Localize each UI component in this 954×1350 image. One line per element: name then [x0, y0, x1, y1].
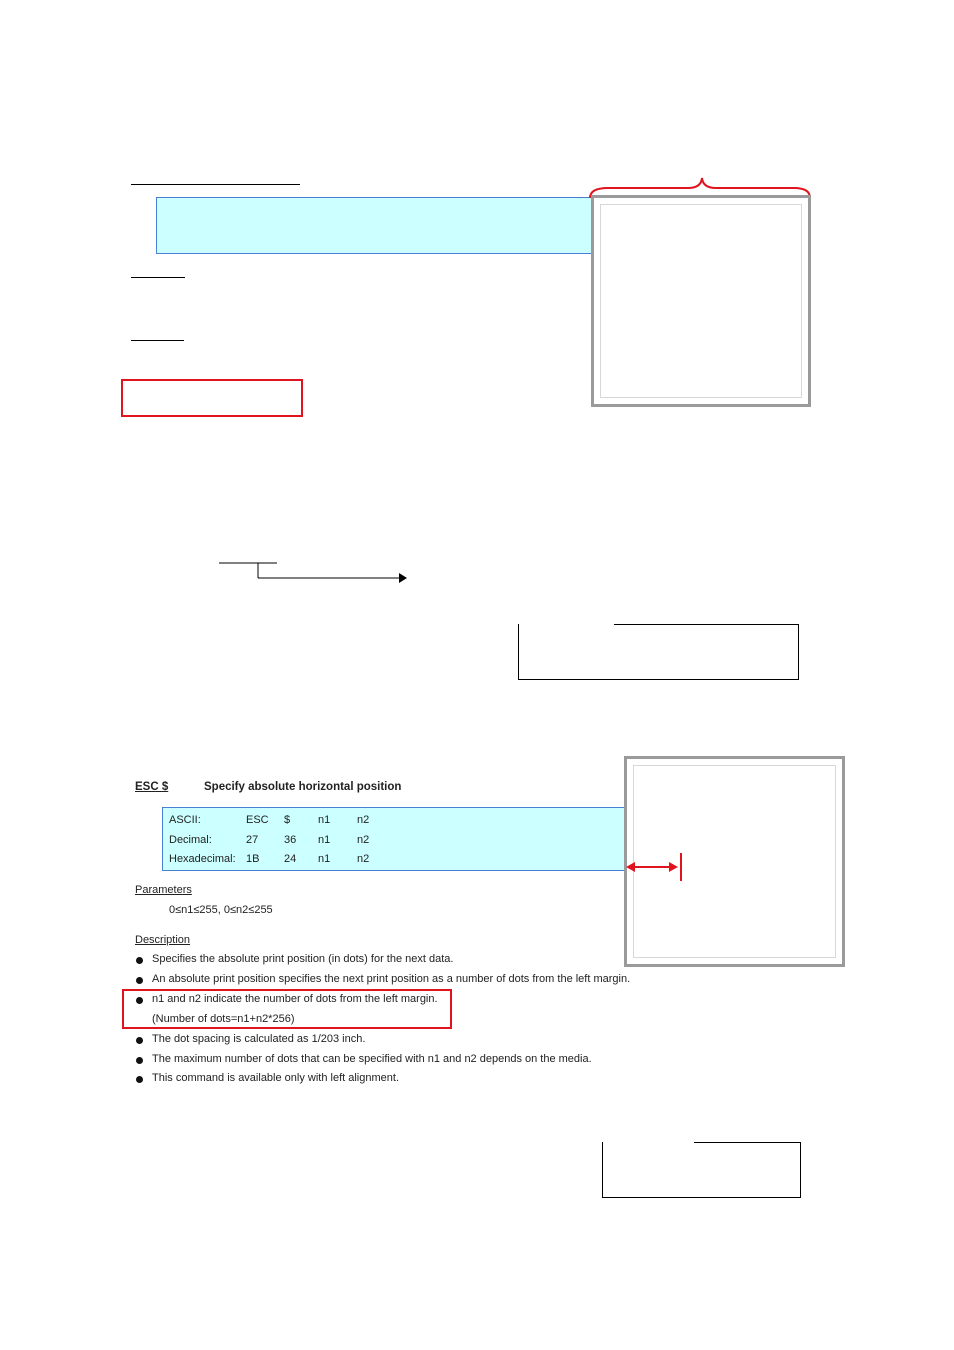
top-preview-frame [591, 195, 811, 407]
command-row-hex: Hexadecimal: 1B 24 n1 n2 [163, 853, 629, 873]
dots-formula-note: (Number of dots=n1+n2*256) [152, 1013, 295, 1025]
row-c1: ESC [246, 814, 269, 826]
row-c1: 1B [246, 853, 260, 865]
bottom-callout-box [602, 1142, 801, 1198]
bottom-callout-topline [694, 1142, 800, 1143]
row-label: ASCII: [169, 814, 201, 826]
row-label: Hexadecimal: [169, 853, 236, 865]
formula-highlight-box [122, 989, 452, 1029]
command-title: ESC $ Specify absolute horizontal positi… [135, 781, 425, 797]
row-c3: n1 [318, 834, 331, 846]
command-title-cmd: ESC $ [135, 781, 169, 793]
bullet-text: n1 and n2 indicate the number of dots fr… [152, 993, 438, 1005]
bullet-dot [136, 957, 143, 964]
brace-icon [589, 177, 811, 199]
bullet-dot [136, 977, 143, 984]
description-heading: Description [135, 934, 191, 946]
bullet-dot [136, 997, 143, 1004]
bullet-text: This command is available only with left… [152, 1072, 400, 1084]
row-c4: n2 [357, 834, 370, 846]
command-title-desc: Specify absolute horizontal position [204, 781, 402, 793]
flow-arrow-icon [219, 562, 407, 583]
top-highlight-box [121, 379, 303, 417]
lower-preview-inner [633, 765, 836, 958]
top-description-underline [131, 340, 184, 341]
bullet-text: An absolute print position specifies the… [152, 973, 631, 985]
middle-callout-box [518, 624, 799, 680]
middle-callout-topline [614, 624, 798, 625]
bullet-text: The dot spacing is calculated as 1/203 i… [152, 1033, 366, 1045]
row-c3: n1 [318, 814, 331, 826]
row-label: Decimal: [169, 834, 212, 846]
top-parameters-underline [131, 277, 185, 278]
row-c1: 27 [246, 834, 259, 846]
row-c2: 24 [284, 853, 297, 865]
row-c2: $ [284, 814, 291, 826]
bullet-text: Specifies the absolute print position (i… [152, 953, 454, 965]
command-table: ASCII: ESC $ n1 n2 Decimal: 27 36 n1 n2 … [162, 807, 630, 871]
command-row-ascii: ASCII: ESC $ n1 n2 [163, 814, 629, 834]
row-c4: n2 [357, 814, 370, 826]
bullet-dot [136, 1076, 143, 1083]
top-title-underline [131, 184, 300, 185]
row-c4: n2 [357, 853, 370, 865]
parameters-value: 0≤n1≤255, 0≤n2≤255 [169, 904, 273, 916]
bullet-text: The maximum number of dots that can be s… [152, 1053, 592, 1065]
lower-preview-frame [624, 756, 845, 967]
bullet-dot [136, 1037, 143, 1044]
command-row-decimal: Decimal: 27 36 n1 n2 [163, 834, 629, 854]
row-c2: 36 [284, 834, 297, 846]
top-command-box [156, 197, 596, 254]
bullet-dot [136, 1057, 143, 1064]
parameters-heading: Parameters [135, 884, 192, 896]
position-arrow-icon [626, 853, 682, 881]
row-c3: n1 [318, 853, 331, 865]
top-preview-inner [600, 204, 802, 398]
